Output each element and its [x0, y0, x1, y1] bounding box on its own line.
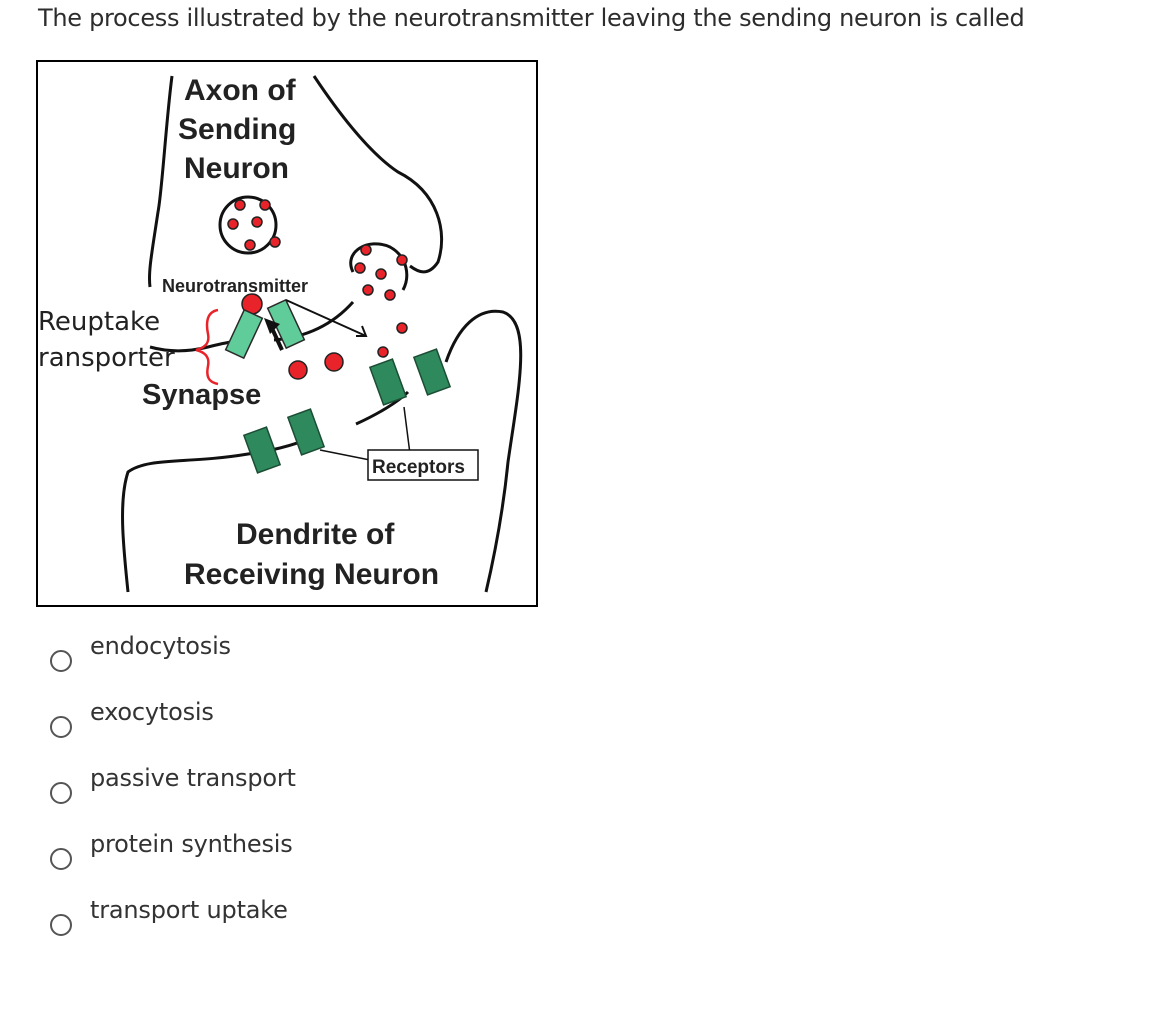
radio-button[interactable]	[50, 716, 72, 738]
dendrite-label-line1: Dendrite of	[236, 518, 395, 551]
receptors-label: Receptors	[372, 457, 465, 478]
option-passive-transport[interactable]: passive transport	[50, 764, 450, 804]
reuptake-bracket	[195, 308, 219, 386]
option-label: protein synthesis	[90, 830, 293, 858]
option-protein-synthesis[interactable]: protein synthesis	[50, 830, 450, 870]
option-exocytosis[interactable]: exocytosis	[50, 698, 450, 738]
dendrite-outline-right	[444, 309, 523, 593]
dendrite-label-line2: Receiving Neuron	[184, 558, 439, 591]
axon-label-line1: Axon of	[184, 74, 297, 107]
axon-label-line2: Sending	[178, 113, 296, 146]
reuptake-label-line2: ransporter	[38, 343, 175, 373]
reuptake-transporters	[224, 298, 306, 360]
axon-label-line3: Neuron	[184, 152, 289, 185]
option-label: exocytosis	[90, 698, 214, 726]
option-label: endocytosis	[90, 632, 231, 660]
synapse-label: Synapse	[142, 379, 261, 411]
receptors-label-box	[367, 449, 479, 481]
axon-outline-right	[312, 75, 444, 274]
released-neurotransmitters	[241, 244, 408, 380]
option-transport-uptake[interactable]: transport uptake	[50, 896, 450, 936]
synapse-diagram: Axon of Sending Neuron Neurotransmitter …	[36, 60, 538, 607]
axon-outline	[148, 75, 174, 288]
terminal-bulb	[349, 242, 409, 291]
option-label: transport uptake	[90, 896, 288, 924]
vesicle	[218, 195, 278, 255]
reuptake-label-line1: Reuptake	[38, 307, 160, 337]
question-text: The process illustrated by the neurotran…	[38, 4, 1025, 32]
radio-button[interactable]	[50, 914, 72, 936]
radio-button[interactable]	[50, 782, 72, 804]
dendrite-outline	[121, 432, 321, 593]
neurotransmitter-label: Neurotransmitter	[162, 276, 308, 296]
radio-button[interactable]	[50, 848, 72, 870]
option-label: passive transport	[90, 764, 296, 792]
radio-button[interactable]	[50, 650, 72, 672]
receptors	[242, 348, 452, 474]
option-endocytosis[interactable]: endocytosis	[50, 632, 450, 672]
